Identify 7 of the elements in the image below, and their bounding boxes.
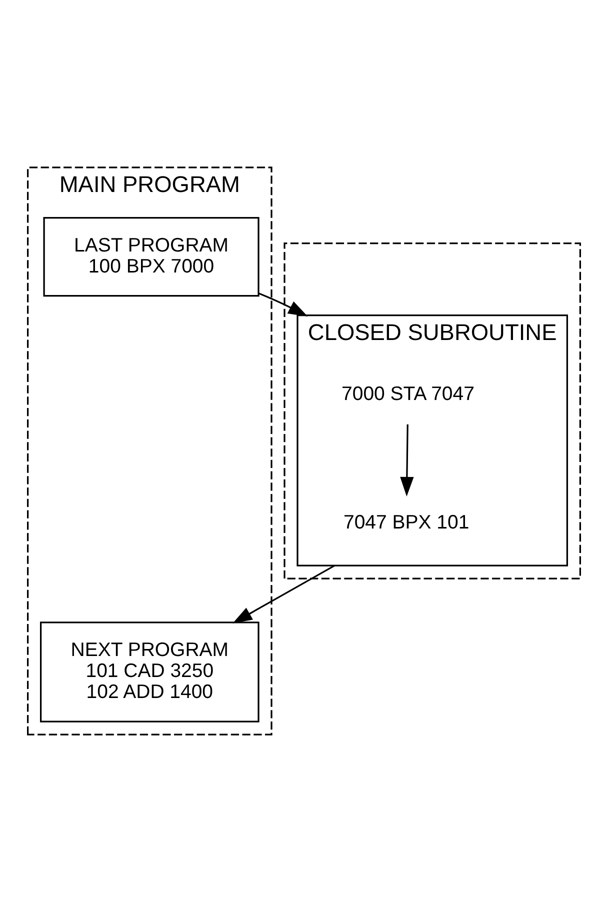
cluster <box>284 242 581 579</box>
arrow <box>400 424 414 496</box>
node-box: NEXT PROGRAM 101 CAD 3250 102 ADD 1400 <box>40 621 260 722</box>
arrow <box>258 292 308 316</box>
node-text: 7000 STA 7047 <box>342 382 474 404</box>
node-text: 7047 BPX 101 <box>344 510 470 533</box>
node-box: LAST PROGRAM 100 BPX 7000 <box>43 216 260 296</box>
